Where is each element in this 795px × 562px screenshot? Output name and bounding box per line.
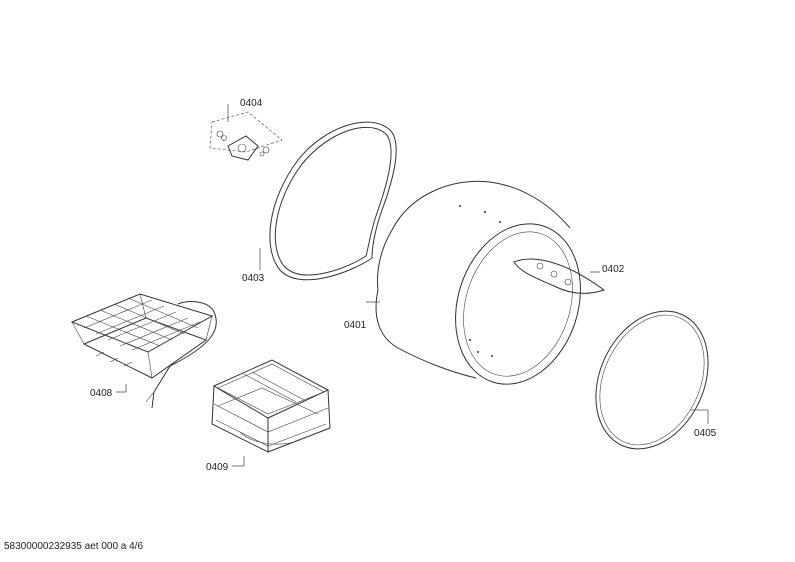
document-reference-footer: 58300000232935 aet 000 a 4/6 xyxy=(4,541,144,552)
part-0401-drum xyxy=(366,180,581,385)
part-0409-rack xyxy=(211,359,331,467)
part-0403-drive-belt xyxy=(259,121,397,281)
label-0401: 0401 xyxy=(344,320,367,331)
part-0408-wire-basket xyxy=(70,293,217,409)
label-0405: 0405 xyxy=(694,428,717,439)
part-0404-bearing-kit xyxy=(209,104,283,161)
part-0405-seal-ring xyxy=(595,310,709,450)
label-0402: 0402 xyxy=(602,264,625,275)
label-0403: 0403 xyxy=(242,273,265,284)
label-0409: 0409 xyxy=(206,462,229,473)
label-0408: 0408 xyxy=(90,388,113,399)
part-0402-lifter-paddle xyxy=(513,258,606,294)
label-0404: 0404 xyxy=(240,98,263,109)
